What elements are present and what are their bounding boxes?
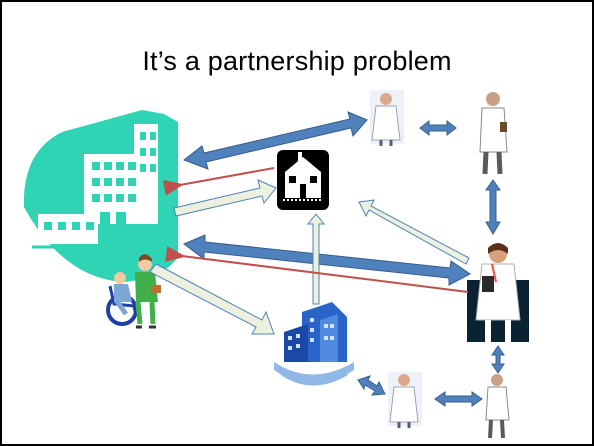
arrow-hospital-to-house: [173, 179, 277, 217]
arrow-doctor-to-hospital-red: [165, 246, 469, 293]
hospital-icon: [23, 110, 179, 282]
arrow-double-vertical-bottom: [491, 345, 505, 374]
arrow-double-bottom-doctors: [434, 391, 483, 407]
doctor-female-icon: [370, 90, 404, 146]
arrow-hospital-to-office: [149, 263, 275, 335]
doctor-female-icon: [467, 243, 529, 342]
slide-title: It’s a partnership problem: [142, 46, 452, 76]
arrow-hospital-doctor-link: [183, 234, 471, 286]
arrow-doctor-to-house: [358, 199, 470, 265]
arrow-doctor-to-hospital: [182, 111, 368, 170]
office-building-icon: [274, 302, 354, 386]
arrow-office-to-house: [306, 213, 326, 305]
arrow-double-office-doctor: [357, 375, 386, 396]
doctor-male-icon: [479, 92, 508, 175]
doctor-male-icon: [485, 374, 510, 439]
arrow-double-top-doctors: [419, 119, 457, 137]
doctor-female-icon: [388, 372, 422, 428]
arrow-house-to-hospital-red: [162, 167, 275, 196]
house-icon: [277, 150, 329, 210]
arrow-double-vertical-top: [485, 179, 501, 235]
caregiver-patient-wheelchair-icon: [106, 254, 161, 329]
